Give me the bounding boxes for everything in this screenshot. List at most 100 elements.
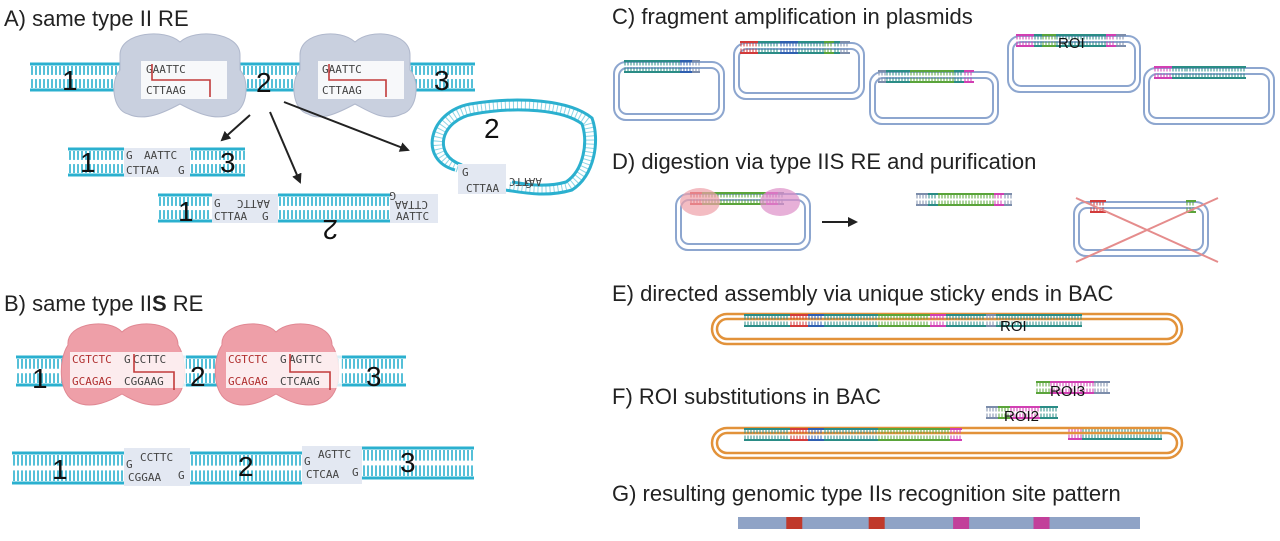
panel-b: B) same type IIS RE CGTCTC G CCTTC GCAGA…: [4, 291, 474, 486]
iis2-top-seq: AGTTC: [289, 353, 322, 366]
arrow-to-fragment-13: [220, 114, 251, 142]
frag13-seq-g: G: [126, 149, 133, 162]
site2-top-seq: GAATTC: [322, 63, 362, 76]
iis-site-box-2: [226, 352, 342, 388]
panel-d: D) digestion via type IIS RE and purific…: [612, 149, 1219, 263]
genome-sites: [786, 517, 1050, 529]
plasmid-1-inner: [618, 67, 720, 115]
panel-e: E) directed assembly via unique sticky e…: [612, 281, 1184, 346]
frag13-seq-aattc: AATTC: [144, 149, 177, 162]
sticky-end-box: [390, 194, 438, 223]
dna-duplex: [362, 446, 474, 480]
recognition-site-1: [786, 517, 803, 529]
iis2-bottom-seq-rec: GCAGAG: [228, 375, 268, 388]
insert-4: [1016, 34, 1126, 47]
panel-d-title: D) digestion via type IIS RE and purific…: [612, 149, 1036, 174]
iis-site-box-1: [70, 352, 186, 388]
site1-bottom-seq: CTTAAG: [146, 84, 186, 97]
fragment12-label-1: 1: [178, 196, 194, 227]
frag12-seq-g: G: [214, 197, 221, 210]
dna-duplex: [68, 147, 124, 177]
type-iis-enzyme-d1: [680, 188, 720, 216]
roi3-label: ROI3: [1050, 383, 1085, 400]
discard-cross-2: [1075, 197, 1219, 263]
b-frag-label-2: 2: [238, 451, 254, 482]
insert-3: [878, 70, 974, 83]
panel-e-title: E) directed assembly via unique sticky e…: [612, 281, 1113, 306]
e-roi-label: ROI: [1000, 318, 1027, 335]
sticky-end-box: [212, 194, 278, 223]
purified-fragment: [916, 193, 1012, 206]
plasmid-4-inner: [1012, 41, 1136, 87]
sticky-end-box: [302, 446, 362, 484]
iis1-bottom-seq: CGGAAG: [124, 375, 164, 388]
iis1-top-seq-rec: CGTCTC: [72, 353, 112, 366]
panel-a: A) same type II RE GAATTC CTTAAG GAATTC …: [4, 6, 598, 245]
b-seq2-bottom: CTCAA: [306, 468, 339, 481]
dna-duplex: [190, 147, 245, 177]
arrow-to-fragment-12: [269, 111, 302, 184]
dna-duplex: [190, 451, 302, 485]
fragment13-label-1: 1: [80, 147, 96, 178]
plasmid-backbone: [1073, 201, 1209, 257]
b-seq1-g: G: [126, 458, 133, 471]
backbone-end-1: [1090, 200, 1106, 213]
frag12r-seq-aattc: AATTC: [396, 210, 429, 223]
b-seq2-g2: G: [352, 466, 359, 479]
b-label-3: 3: [366, 361, 382, 392]
plasmid-5-inner: [1148, 73, 1270, 119]
b-label-2: 2: [190, 361, 206, 392]
plasmid-2-inner: [738, 48, 860, 94]
panel-a-title: A) same type II RE: [4, 6, 189, 31]
frag12r-seq-cttaa-inv: CTTAA: [395, 198, 428, 211]
panel-c: C) fragment amplification in plasmids RO…: [612, 4, 1275, 125]
recognition-site-4: [1033, 517, 1050, 529]
dna-duplex: [12, 451, 124, 485]
b-seq1-top: CCTTC: [140, 451, 173, 464]
b-label-1: 1: [32, 363, 48, 394]
fragment-label-3: 3: [434, 65, 450, 96]
insert-2: [740, 41, 850, 54]
frag13-seq-g2: G: [178, 164, 185, 177]
frag12-seq-cttaa: CTTAA: [214, 210, 247, 223]
cut-line-2: [328, 64, 387, 97]
recognition-site-3: [953, 517, 970, 529]
b-seq2-g: G: [304, 455, 311, 468]
panel-b-title: B) same type IIS RE: [4, 291, 203, 316]
sticky-end-box: [458, 164, 506, 194]
site1-top-seq: GAATTC: [146, 63, 186, 76]
circle-seq-aattc-inv: AATTC: [509, 175, 542, 188]
fragment-label-2: 2: [256, 67, 272, 98]
frag12r-seq-g: G: [389, 189, 396, 202]
b-seq2-top: AGTTC: [318, 448, 351, 461]
arrow-to-circle: [283, 101, 410, 152]
iis1-top-g: G: [124, 353, 131, 366]
circular-fragment-2: [430, 98, 598, 196]
b-seq1-g2: G: [178, 469, 185, 482]
iis1-top-seq: CCTTC: [133, 353, 166, 366]
recognition-site-2: [868, 517, 885, 529]
panel-g-title: G) resulting genomic type IIs recognitio…: [612, 481, 1121, 506]
panel-f: F) ROI substitutions in BAC ROI3 ROI2: [612, 381, 1184, 460]
plasmid-3: [869, 71, 999, 125]
iis-cut-line-1: [133, 354, 175, 390]
frag13-seq-cttaa: CTTAA: [126, 164, 159, 177]
panel-f-title: F) ROI substitutions in BAC: [612, 384, 881, 409]
insert-5: [1154, 66, 1246, 79]
bac-f-inner: [715, 431, 1179, 455]
roi3-fragment: [1036, 381, 1110, 394]
iis2-bottom-seq: CTCAAG: [280, 375, 320, 388]
circle-seq-g: G: [462, 166, 469, 179]
circle-label-2: 2: [484, 113, 500, 144]
iis2-top-g: G: [280, 353, 287, 366]
plasmid-backbone-inner: [1078, 207, 1204, 251]
bac-f-assembly: [744, 428, 962, 441]
sticky-end-box: [124, 448, 190, 486]
dna-duplex: [158, 193, 212, 223]
iis2-top-seq-rec: CGTCTC: [228, 353, 268, 366]
cut-line-1: [151, 64, 211, 97]
iis-cut-line-2: [289, 354, 331, 390]
panel-c-title: C) fragment amplification in plasmids: [612, 4, 973, 29]
roi2-fragment: [986, 406, 1058, 419]
bac-assembly: [744, 314, 1082, 327]
